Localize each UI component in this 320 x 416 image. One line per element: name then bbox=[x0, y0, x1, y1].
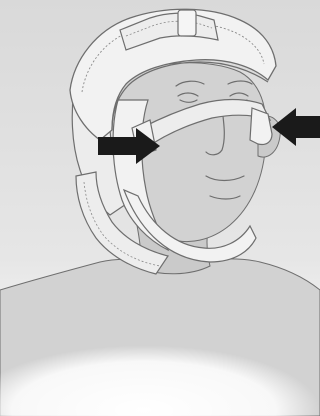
top-strap-buckle bbox=[178, 10, 196, 36]
